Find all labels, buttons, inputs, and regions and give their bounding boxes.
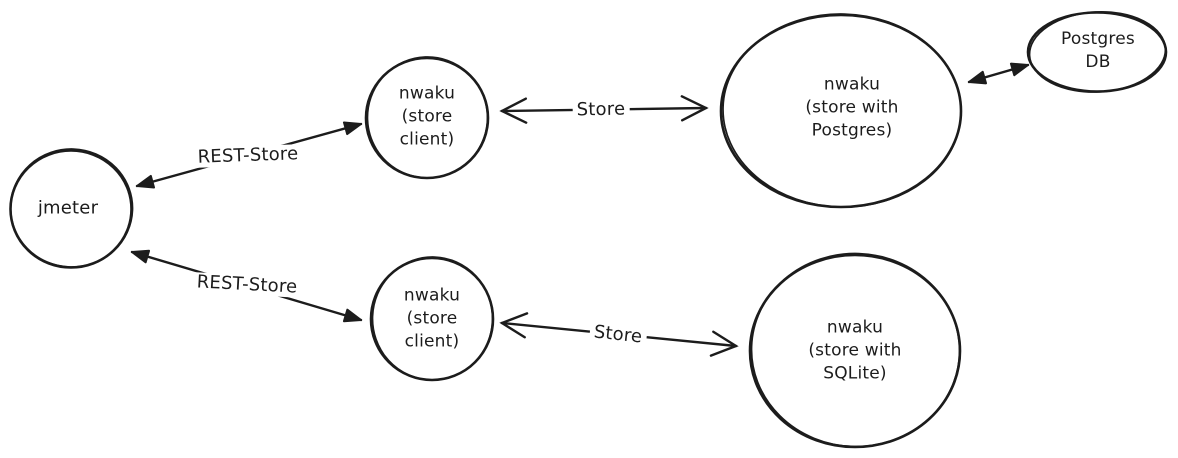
node-store-client-top-label: nwaku (store client) (398, 83, 456, 150)
node-store-sqlite-shape (748, 252, 962, 449)
node-postgres-db-label: Postgres DB (1061, 29, 1135, 72)
node-store-sqlite-label: nwaku (store with SQLite) (808, 317, 902, 384)
node-store-postgres-label: nwaku (store with Postgres) (805, 74, 899, 141)
node-jmeter-label: jmeter (37, 197, 99, 219)
edge-store-top-label: Store (572, 99, 630, 121)
node-jmeter-shape (9, 148, 134, 269)
node-store-postgres-shape (719, 13, 963, 209)
node-postgres-db-shape (1026, 11, 1168, 93)
node-store-client-bottom-shape (369, 256, 495, 382)
node-store-client-top-shape (364, 56, 490, 180)
edge-rest-store-top-label: REST-Store (193, 143, 303, 168)
edge-postgres-link-arrow (967, 62, 1030, 85)
node-store-client-bottom-label: nwaku (store client) (403, 285, 461, 352)
